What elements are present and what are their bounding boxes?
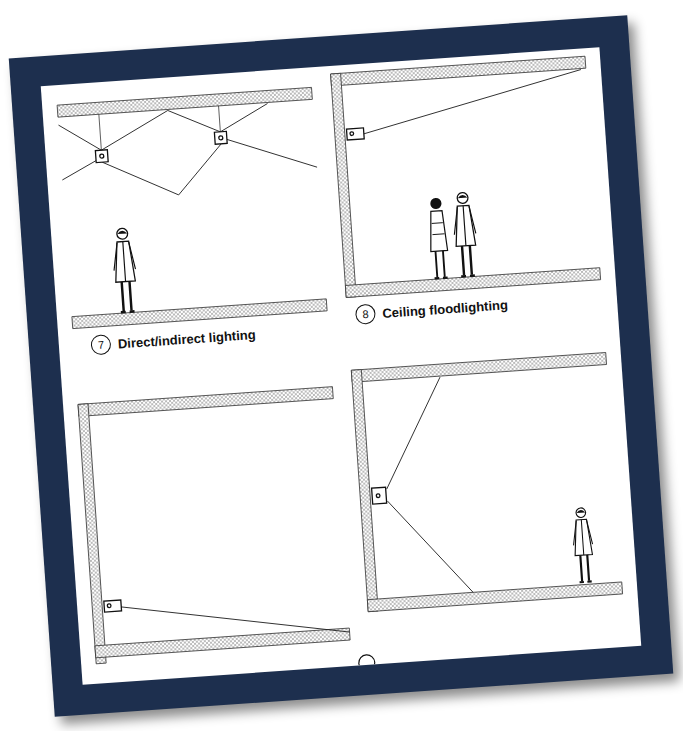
- lighting-illustration: [41, 47, 641, 685]
- callout-number: 7: [90, 334, 111, 355]
- figure-caption: 8 Ceiling floodlighting: [355, 294, 509, 325]
- caption-text: Direct/indirect lighting: [117, 326, 256, 351]
- callout-number: 8: [355, 303, 376, 324]
- caption-text: Ceiling floodlighting: [382, 297, 508, 321]
- paper-sheet: 7 Direct/indirect lighting 8 Ceiling floodl…: [41, 47, 641, 685]
- photo-frame: 7 Direct/indirect lighting 8 Ceiling floodl…: [9, 15, 674, 717]
- figure-caption: 7 Direct/indirect lighting: [90, 324, 256, 355]
